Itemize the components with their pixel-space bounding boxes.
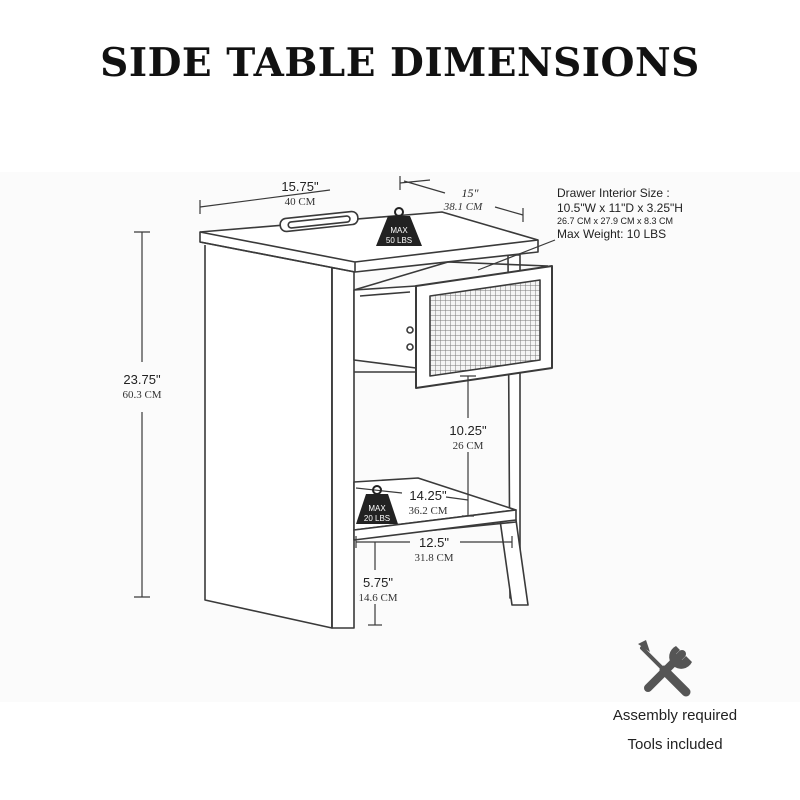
shelf-weight-line2: 20 LBS — [364, 514, 390, 523]
tools-included-label: Tools included — [627, 736, 723, 753]
height-cm: 60.3 CM — [122, 389, 161, 401]
base-width-inches: 12.5" — [419, 535, 449, 550]
drawer-info-heading: Drawer Interior Size : — [557, 186, 670, 200]
dimension-lines — [134, 176, 556, 626]
shelf-width-cm: 36.2 CM — [408, 505, 447, 517]
height-inches: 23.75" — [123, 372, 161, 387]
drawer-info-inches: 10.5"W x 11"D x 3.25"H — [557, 201, 683, 215]
top-weight-line2: 50 LBS — [386, 236, 412, 245]
shelf-gap-inches: 10.25" — [449, 423, 487, 438]
front-left-leg — [331, 267, 355, 629]
top-weight-icon: MAX 50 LBS — [376, 207, 422, 246]
drawer-leader-line — [477, 239, 556, 271]
left-side-panel — [204, 245, 333, 629]
leg-height-cm: 14.6 CM — [358, 592, 397, 604]
drawer-box — [353, 285, 417, 369]
drawer-info: Drawer Interior Size : 10.5"W x 11"D x 3… — [557, 186, 683, 241]
top-depth-inches: 15" — [461, 186, 479, 200]
shelf-width-inches: 14.25" — [409, 488, 447, 503]
wrench-screwdriver-icon — [638, 640, 692, 697]
shelf-width-line — [355, 487, 469, 501]
side-table — [199, 210, 553, 629]
drawer-info-cm: 26.7 CM x 27.9 CM x 8.3 CM — [557, 216, 673, 226]
shelf-weight-icon: MAX 20 LBS — [356, 485, 398, 524]
shelf-gap-cm: 26 CM — [453, 440, 484, 452]
top-depth-line — [403, 180, 524, 216]
top-width-inches: 15.75" — [281, 179, 319, 194]
top-weight-line1: MAX — [390, 226, 408, 235]
leg-height-inches: 5.75" — [363, 575, 393, 590]
shelf-weight-line1: MAX — [368, 504, 386, 513]
drawer-info-max-weight: Max Weight: 10 LBS — [557, 227, 666, 241]
top-width-cm: 40 CM — [285, 196, 316, 208]
top-depth-cm: 38.1 CM — [443, 201, 483, 213]
base-width-cm: 31.8 CM — [414, 552, 453, 564]
page-title: SIDE TABLE DIMENSIONS — [100, 40, 700, 86]
drawer-rattan-panel — [429, 279, 541, 377]
assembly-required-label: Assembly required — [612, 707, 738, 724]
top-width-line — [199, 179, 431, 208]
